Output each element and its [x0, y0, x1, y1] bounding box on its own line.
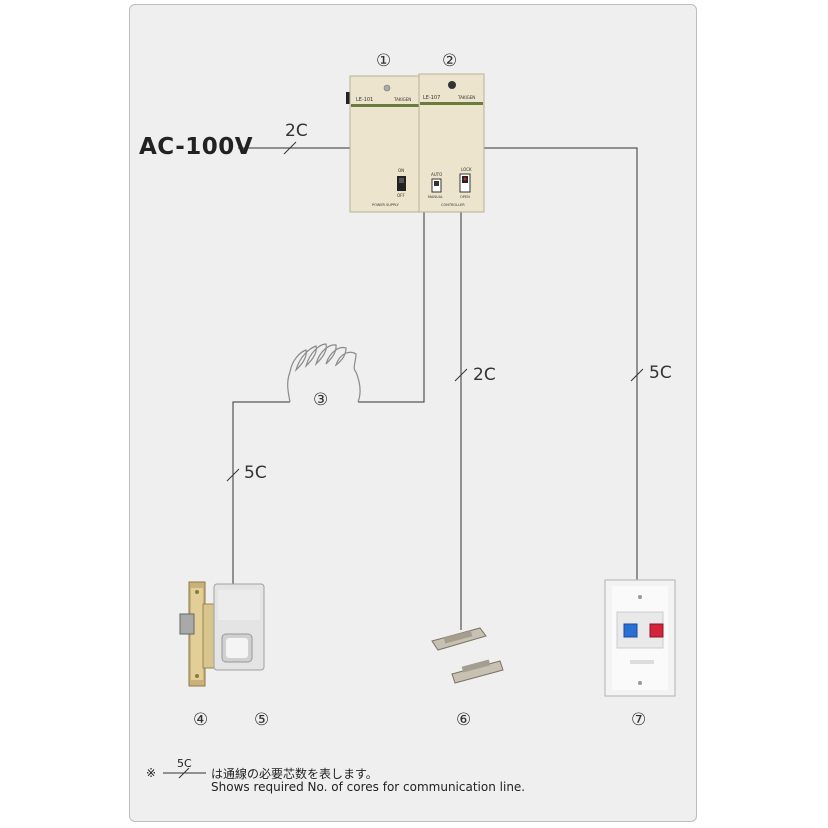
wire-tick-sensor: [454, 368, 468, 382]
wire-tick-switch: [630, 368, 644, 382]
ac-line-cores: 2C: [285, 121, 308, 141]
blue-button: [623, 623, 638, 638]
legend-sample-line: [163, 767, 206, 779]
wire-switch-line: [484, 147, 638, 583]
controller-unit: LE-107 TAKIGEN AUTO MANUAL LOCK OPEN CON…: [418, 73, 485, 213]
wire-handset-left: [232, 401, 290, 585]
electric-lock: [179, 581, 265, 687]
item-number-6: ⑥: [456, 710, 472, 730]
manual-label: MANUAL: [428, 195, 443, 199]
door-sensor: [431, 627, 504, 684]
wire-tick-ac: [283, 141, 297, 155]
item-number-1: ①: [376, 51, 392, 71]
power-toggle: [397, 176, 406, 191]
handset-line-cores: 5C: [244, 463, 267, 483]
switch-on-label: ON: [398, 168, 404, 173]
coiled-cord: [287, 343, 361, 403]
push-button-switch: [604, 579, 676, 697]
sensor-line-cores: 2C: [473, 365, 496, 385]
wires: [226, 141, 644, 630]
item-number-5: ⑤: [254, 710, 270, 730]
power-supply-unit: LE-101 TAKIGEN ON OFF POWER SUPPLY: [349, 75, 423, 213]
switch-off-label: OFF: [397, 193, 405, 198]
unit1-model: LE-101: [356, 97, 373, 103]
switch-line-cores: 5C: [649, 363, 672, 383]
controller-label: CONTROLLER: [441, 203, 465, 207]
lock-label: LOCK: [461, 167, 472, 172]
wire-tick-handset: [226, 468, 240, 482]
unit1-brand: TAKIGEN: [393, 97, 411, 102]
auto-label: AUTO: [431, 172, 442, 177]
control-panel: LE-101 TAKIGEN ON OFF POWER SUPPLY LE-10…: [346, 73, 485, 213]
lock-latch-bolt: [179, 613, 195, 635]
item-number-2: ②: [442, 51, 458, 71]
item-number-3: ③: [313, 390, 329, 410]
note-mark: ※: [146, 766, 157, 780]
supply-label: AC-100V: [139, 134, 254, 160]
item-number-4: ④: [193, 710, 209, 730]
open-label: OPEN: [460, 195, 470, 199]
note-sample-cores: 5C: [177, 757, 192, 770]
note-english: Shows required No. of cores for communic…: [211, 780, 526, 794]
wire-handset-right: [358, 212, 425, 403]
power-supply-label: POWER SUPPLY: [372, 203, 400, 207]
red-button: [649, 623, 664, 638]
note-japanese: は通線の必要芯数を表します。: [211, 767, 378, 781]
unit2-model: LE-107: [423, 95, 440, 101]
item-number-7: ⑦: [631, 710, 647, 730]
unit2-brand: TAKIGEN: [457, 95, 475, 100]
